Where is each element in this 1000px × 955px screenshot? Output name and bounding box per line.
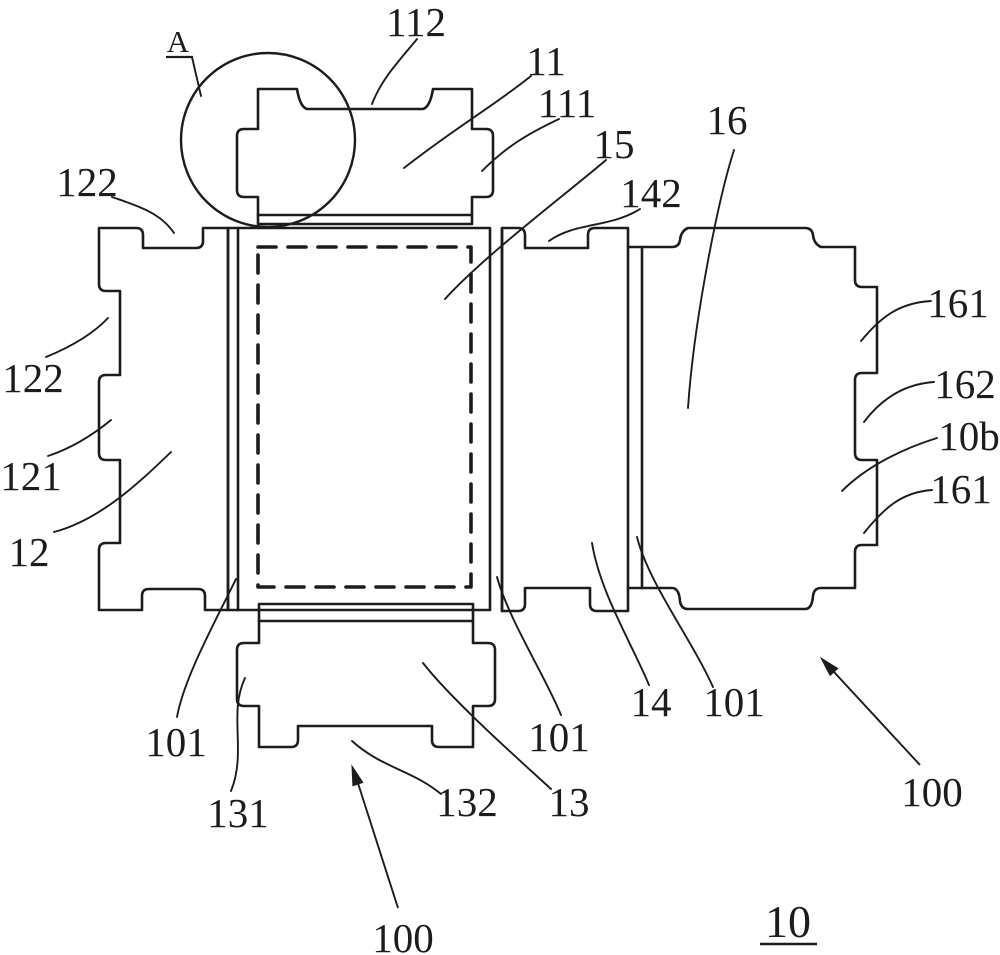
- label-161-top: 161: [927, 280, 989, 326]
- label-132: 132: [436, 779, 498, 825]
- leader-111: [481, 118, 560, 172]
- panel-12-outline: [97, 226, 230, 612]
- leader-10b: [841, 437, 938, 492]
- label-15: 15: [594, 121, 635, 167]
- label-100-bottom: 100: [372, 915, 434, 955]
- label-11: 11: [526, 38, 565, 84]
- label-122-left: 122: [2, 355, 64, 401]
- flap-13-outline: [235, 602, 497, 749]
- leader-131: [230, 677, 246, 792]
- label-161-bottom: 161: [930, 466, 992, 512]
- leader-161-top: [860, 300, 932, 342]
- leader-12: [53, 451, 172, 533]
- leader-101-mid: [496, 576, 562, 716]
- label-101-right: 101: [703, 679, 765, 725]
- label-14: 14: [631, 679, 672, 725]
- label-101-left: 101: [145, 719, 207, 765]
- leader-132: [351, 740, 442, 795]
- arrow-100-right: [819, 656, 921, 766]
- label-10b: 10b: [938, 413, 1000, 459]
- dashed-inner-panel-15: [256, 245, 473, 589]
- label-142: 142: [620, 170, 682, 216]
- label-16: 16: [707, 97, 748, 143]
- leader-122-top: [111, 196, 175, 234]
- leader-142: [548, 208, 641, 242]
- leader-122-left: [45, 317, 109, 358]
- leader-101-left: [176, 578, 237, 718]
- label-figure-10: 10: [765, 896, 811, 947]
- leader-14: [591, 542, 650, 686]
- label-112: 112: [386, 0, 446, 45]
- flap-11-outline: [235, 87, 495, 226]
- leader-101-right: [636, 536, 714, 688]
- detail-circle-a: [179, 51, 357, 229]
- leader-a: [191, 56, 202, 97]
- label-100-right: 100: [901, 769, 963, 815]
- leader-112: [371, 38, 418, 105]
- leader-162: [863, 381, 935, 423]
- label-12: 12: [9, 529, 50, 575]
- label-162: 162: [934, 361, 996, 407]
- label-131: 131: [207, 790, 269, 836]
- center-panel-outline: [226, 226, 492, 612]
- label-122-top: 122: [56, 159, 118, 205]
- arrow-100-bottom: [351, 764, 399, 909]
- panel-14-outline: [500, 226, 630, 613]
- label-101-mid: 101: [528, 714, 590, 760]
- leader-15: [444, 159, 607, 300]
- panel-16-outline: [640, 226, 879, 611]
- label-detail-a: A: [167, 24, 190, 59]
- leader-161-bottom: [863, 489, 933, 534]
- label-121: 121: [0, 453, 62, 499]
- leader-121: [47, 419, 112, 457]
- label-13: 13: [549, 779, 590, 825]
- leader-13: [422, 662, 552, 790]
- label-111: 111: [538, 80, 596, 126]
- leader-11: [403, 75, 532, 169]
- leader-16: [687, 149, 735, 409]
